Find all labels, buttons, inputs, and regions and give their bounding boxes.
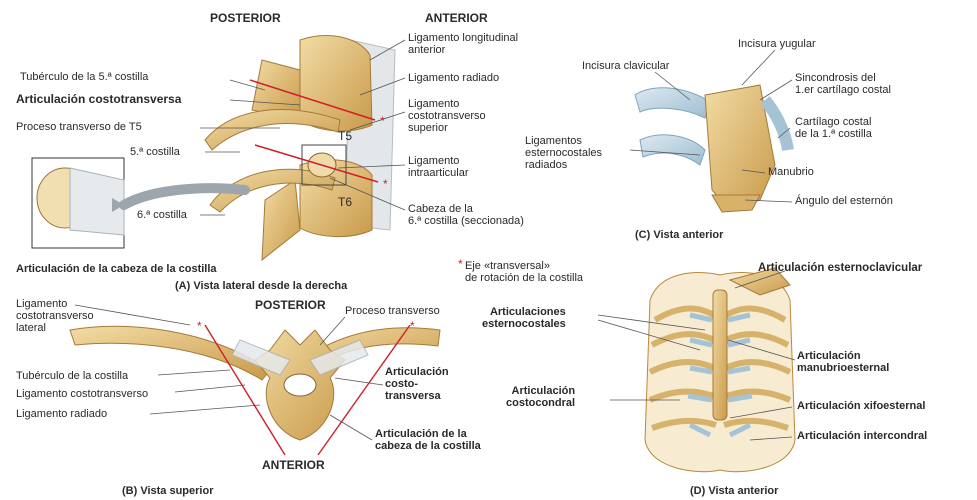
panel-d-drawing	[598, 268, 795, 472]
label-incisura-clavicular: Incisura clavicular	[582, 60, 669, 72]
label-articulacion-intercondral: Articulación intercondral	[797, 430, 927, 442]
label-t5: T5	[338, 130, 352, 142]
label-tuberculo-costilla: Tubérculo de la costilla	[16, 370, 128, 382]
panel-a-caption: (A) Vista lateral desde la derecha	[175, 280, 347, 292]
label-articulacion-costotransversa: Articulación costotransversa	[16, 93, 181, 105]
label-ligamentos-esternocostales: Ligamentos esternocostales radiados	[525, 135, 602, 171]
vertebral-foramen	[284, 374, 316, 396]
label-ligamento-intraarticular: Ligamento intraarticular	[408, 155, 469, 179]
label-articulaciones-esternocostales: Articulaciones esternocostales	[482, 306, 566, 330]
panel-c-drawing	[630, 50, 792, 212]
first-rib-cartilage	[640, 135, 705, 165]
label-ligamento-costotransverso: Ligamento costotransverso	[16, 388, 148, 400]
sternum	[713, 290, 727, 420]
label-ligamento-radiado-b: Ligamento radiado	[16, 408, 107, 420]
svg-text:*: *	[380, 114, 385, 128]
panel-b-caption: (B) Vista superior	[122, 485, 214, 497]
panel-c-caption: (C) Vista anterior	[635, 229, 723, 241]
label-articulacion-costo-transversa: Articulación costo- transversa	[385, 366, 449, 402]
sternal-body	[712, 195, 760, 212]
panel-a-drawing: * *	[32, 36, 405, 260]
label-articulacion-cabeza-costilla: Articulación de la cabeza de la costilla	[16, 263, 217, 275]
spinous-process-lower	[262, 180, 300, 260]
clavicle-left	[635, 88, 710, 118]
panel-d-caption: (D) Vista anterior	[690, 485, 778, 497]
legend-asterisk: *	[458, 258, 463, 270]
panel-a-anterior-heading: ANTERIOR	[425, 12, 488, 24]
label-articulacion-manubrioesternal: Articulación manubrioesternal	[797, 350, 889, 374]
label-5-costilla: 5.ª costilla	[130, 146, 180, 158]
label-ligamento-costotransverso-superior: Ligamento costotransverso superior	[408, 98, 486, 134]
label-ligamento-radiado: Ligamento radiado	[408, 72, 499, 84]
label-proceso-transverso-t5: Proceso transverso de T5	[16, 121, 142, 133]
label-cartilago-costal: Cartílago costal de la 1.ª costilla	[795, 116, 872, 140]
label-incisura-yugular: Incisura yugular	[738, 38, 816, 50]
label-angulo-esternon: Ángulo del esternón	[795, 195, 893, 207]
rib-5	[205, 110, 340, 150]
panel-b-posterior-heading: POSTERIOR	[255, 299, 326, 311]
label-articulacion-esternoclavicular: Articulación esternoclavicular	[758, 262, 922, 274]
label-articulacion-xifoesternal: Articulación xifoesternal	[797, 400, 925, 412]
label-articulacion-cabeza-costilla-b: Articulación de la cabeza de la costilla	[375, 428, 481, 452]
svg-text:*: *	[410, 319, 415, 333]
legend-axis-text: Eje «transversal» de rotación de la cost…	[465, 260, 583, 284]
label-proceso-transverso: Proceso transverso	[345, 305, 440, 317]
svg-text:*: *	[197, 319, 202, 333]
label-6-costilla: 6.ª costilla	[137, 209, 187, 221]
label-ligamento-longitudinal-anterior: Ligamento longitudinal anterior	[408, 32, 518, 56]
panel-a-posterior-heading: POSTERIOR	[210, 12, 281, 24]
label-sincondrosis: Sincondrosis del 1.er cartílago costal	[795, 72, 891, 96]
label-manubrio: Manubrio	[768, 166, 814, 178]
label-articulacion-costocondral: Articulación costocondral	[506, 385, 575, 409]
panel-b-anterior-heading: ANTERIOR	[262, 459, 325, 471]
label-cabeza-6-costilla: Cabeza de la 6.ª costilla (seccionada)	[408, 203, 524, 227]
label-ligamento-costotransverso-lateral: Ligamento costotransverso lateral	[16, 298, 94, 334]
svg-text:*: *	[383, 177, 388, 191]
label-t6: T6	[338, 196, 352, 208]
label-tuberculo-5-costilla: Tubérculo de la 5.ª costilla	[20, 71, 148, 83]
